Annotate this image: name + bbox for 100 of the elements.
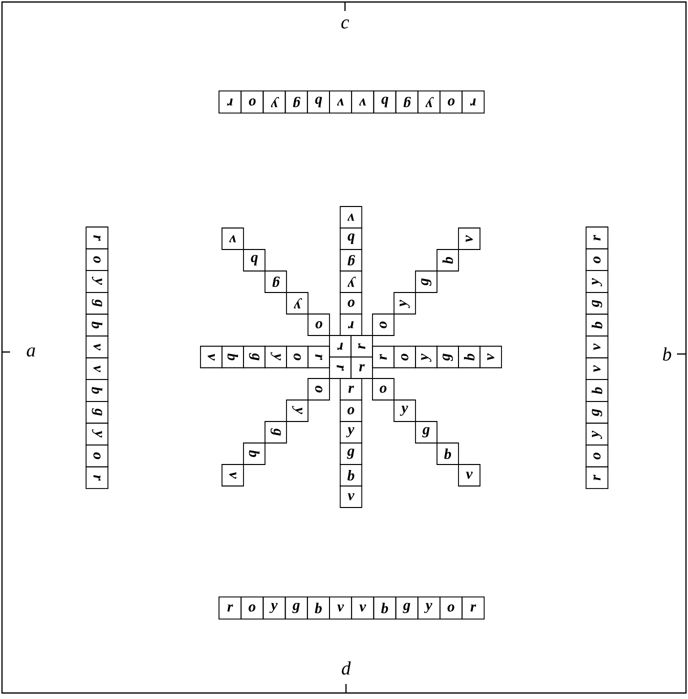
letter-box: g (340, 249, 362, 272)
letter-box: y (264, 346, 287, 368)
letter-box: v (351, 596, 374, 620)
letter-box: o (86, 444, 108, 468)
letter-box: b (340, 464, 362, 486)
side-label: d (342, 661, 351, 675)
letter-box: o (86, 248, 108, 272)
letter-box: b (458, 346, 480, 368)
letter-box: r (372, 346, 394, 368)
letter-box: o (286, 346, 308, 368)
letter-box: v (480, 346, 502, 368)
letter-box: o (586, 248, 608, 272)
letter-box: v (458, 228, 480, 250)
letter-box: b (436, 442, 459, 465)
side-label: c (341, 19, 349, 29)
letter-box: r (218, 596, 242, 620)
letter-box: b (243, 249, 266, 272)
letter-box: y (394, 292, 416, 314)
letter-box: r (586, 226, 608, 250)
letter-box: b (306, 596, 330, 620)
letter-box: b (586, 314, 608, 336)
letter-box: y (286, 400, 308, 422)
letter-box: y (262, 596, 286, 620)
letter-box: b (340, 228, 362, 250)
letter-box: r (350, 335, 373, 358)
letter-box: b (86, 379, 108, 402)
letter-box: b (306, 90, 330, 114)
letter-box: g (436, 346, 459, 368)
letter-box: r (340, 314, 362, 336)
letter-box: b (222, 346, 244, 368)
letter-box: v (586, 357, 608, 380)
letter-box: g (340, 442, 362, 465)
letter-box: r (308, 346, 330, 368)
letter-box: r (86, 466, 108, 490)
letter-box: v (222, 228, 244, 250)
letter-box: r (329, 356, 352, 379)
letter-box: v (329, 90, 352, 114)
letter-box: o (440, 90, 463, 114)
letter-box: y (586, 422, 608, 446)
letter-box: r (462, 596, 485, 620)
letter-box: v (340, 486, 362, 508)
letter-box: y (262, 90, 286, 114)
letter-box: b (86, 314, 108, 336)
letter-box: g (284, 90, 308, 114)
letter-box: b (436, 249, 459, 272)
letter-box: y (417, 596, 440, 620)
letter-box: o (440, 596, 463, 620)
letter-box: v (351, 90, 374, 114)
side-label: b (662, 347, 672, 361)
letter-box: o (372, 378, 394, 400)
letter-box: g (586, 292, 608, 315)
letter-box: y (86, 422, 108, 446)
letter-box: o (340, 292, 362, 314)
letter-box: g (86, 292, 108, 315)
letter-box: o (586, 444, 608, 468)
letter-box: g (243, 346, 266, 368)
letter-box: g (586, 400, 608, 424)
letter-box: y (415, 346, 438, 368)
letter-box: r (86, 226, 108, 250)
letter-box: y (417, 90, 440, 114)
letter-box: r (586, 466, 608, 490)
letter-box: r (218, 90, 242, 114)
letter-box: v (222, 464, 244, 486)
letter-box: y (394, 400, 416, 422)
letter-box: g (284, 596, 308, 620)
letter-box: v (329, 596, 352, 620)
letter-box: y (86, 270, 108, 293)
letter-box: o (394, 346, 416, 368)
letter-box: v (86, 336, 108, 358)
letter-box: g (264, 270, 287, 293)
letter-box: r (340, 378, 362, 400)
letter-box: y (586, 270, 608, 293)
letter-box: b (586, 379, 608, 402)
letter-box: g (415, 270, 438, 293)
letter-box: b (373, 90, 396, 114)
letter-box: g (395, 90, 418, 114)
letter-box: v (200, 346, 222, 368)
letter-box: y (286, 292, 308, 314)
letter-box: r (329, 335, 352, 358)
letter-box: y (340, 270, 362, 293)
letter-box: v (86, 357, 108, 380)
letter-box: o (308, 378, 330, 400)
letter-box: v (340, 206, 362, 228)
letter-box: o (372, 314, 394, 336)
letter-box: g (264, 421, 287, 444)
letter-box: o (340, 400, 362, 422)
letter-box: b (373, 596, 396, 620)
letter-box: g (415, 421, 438, 444)
letter-box: v (458, 464, 480, 486)
letter-box: b (243, 442, 266, 465)
letter-box: o (308, 314, 330, 336)
letter-box: g (86, 400, 108, 424)
side-label: a (26, 347, 36, 357)
letter-box: o (240, 90, 264, 114)
letter-box: o (240, 596, 264, 620)
letter-box: g (395, 596, 418, 620)
letter-box: v (586, 336, 608, 358)
letter-box: r (462, 90, 485, 114)
letter-box: y (340, 421, 362, 444)
letter-box: r (350, 356, 373, 379)
